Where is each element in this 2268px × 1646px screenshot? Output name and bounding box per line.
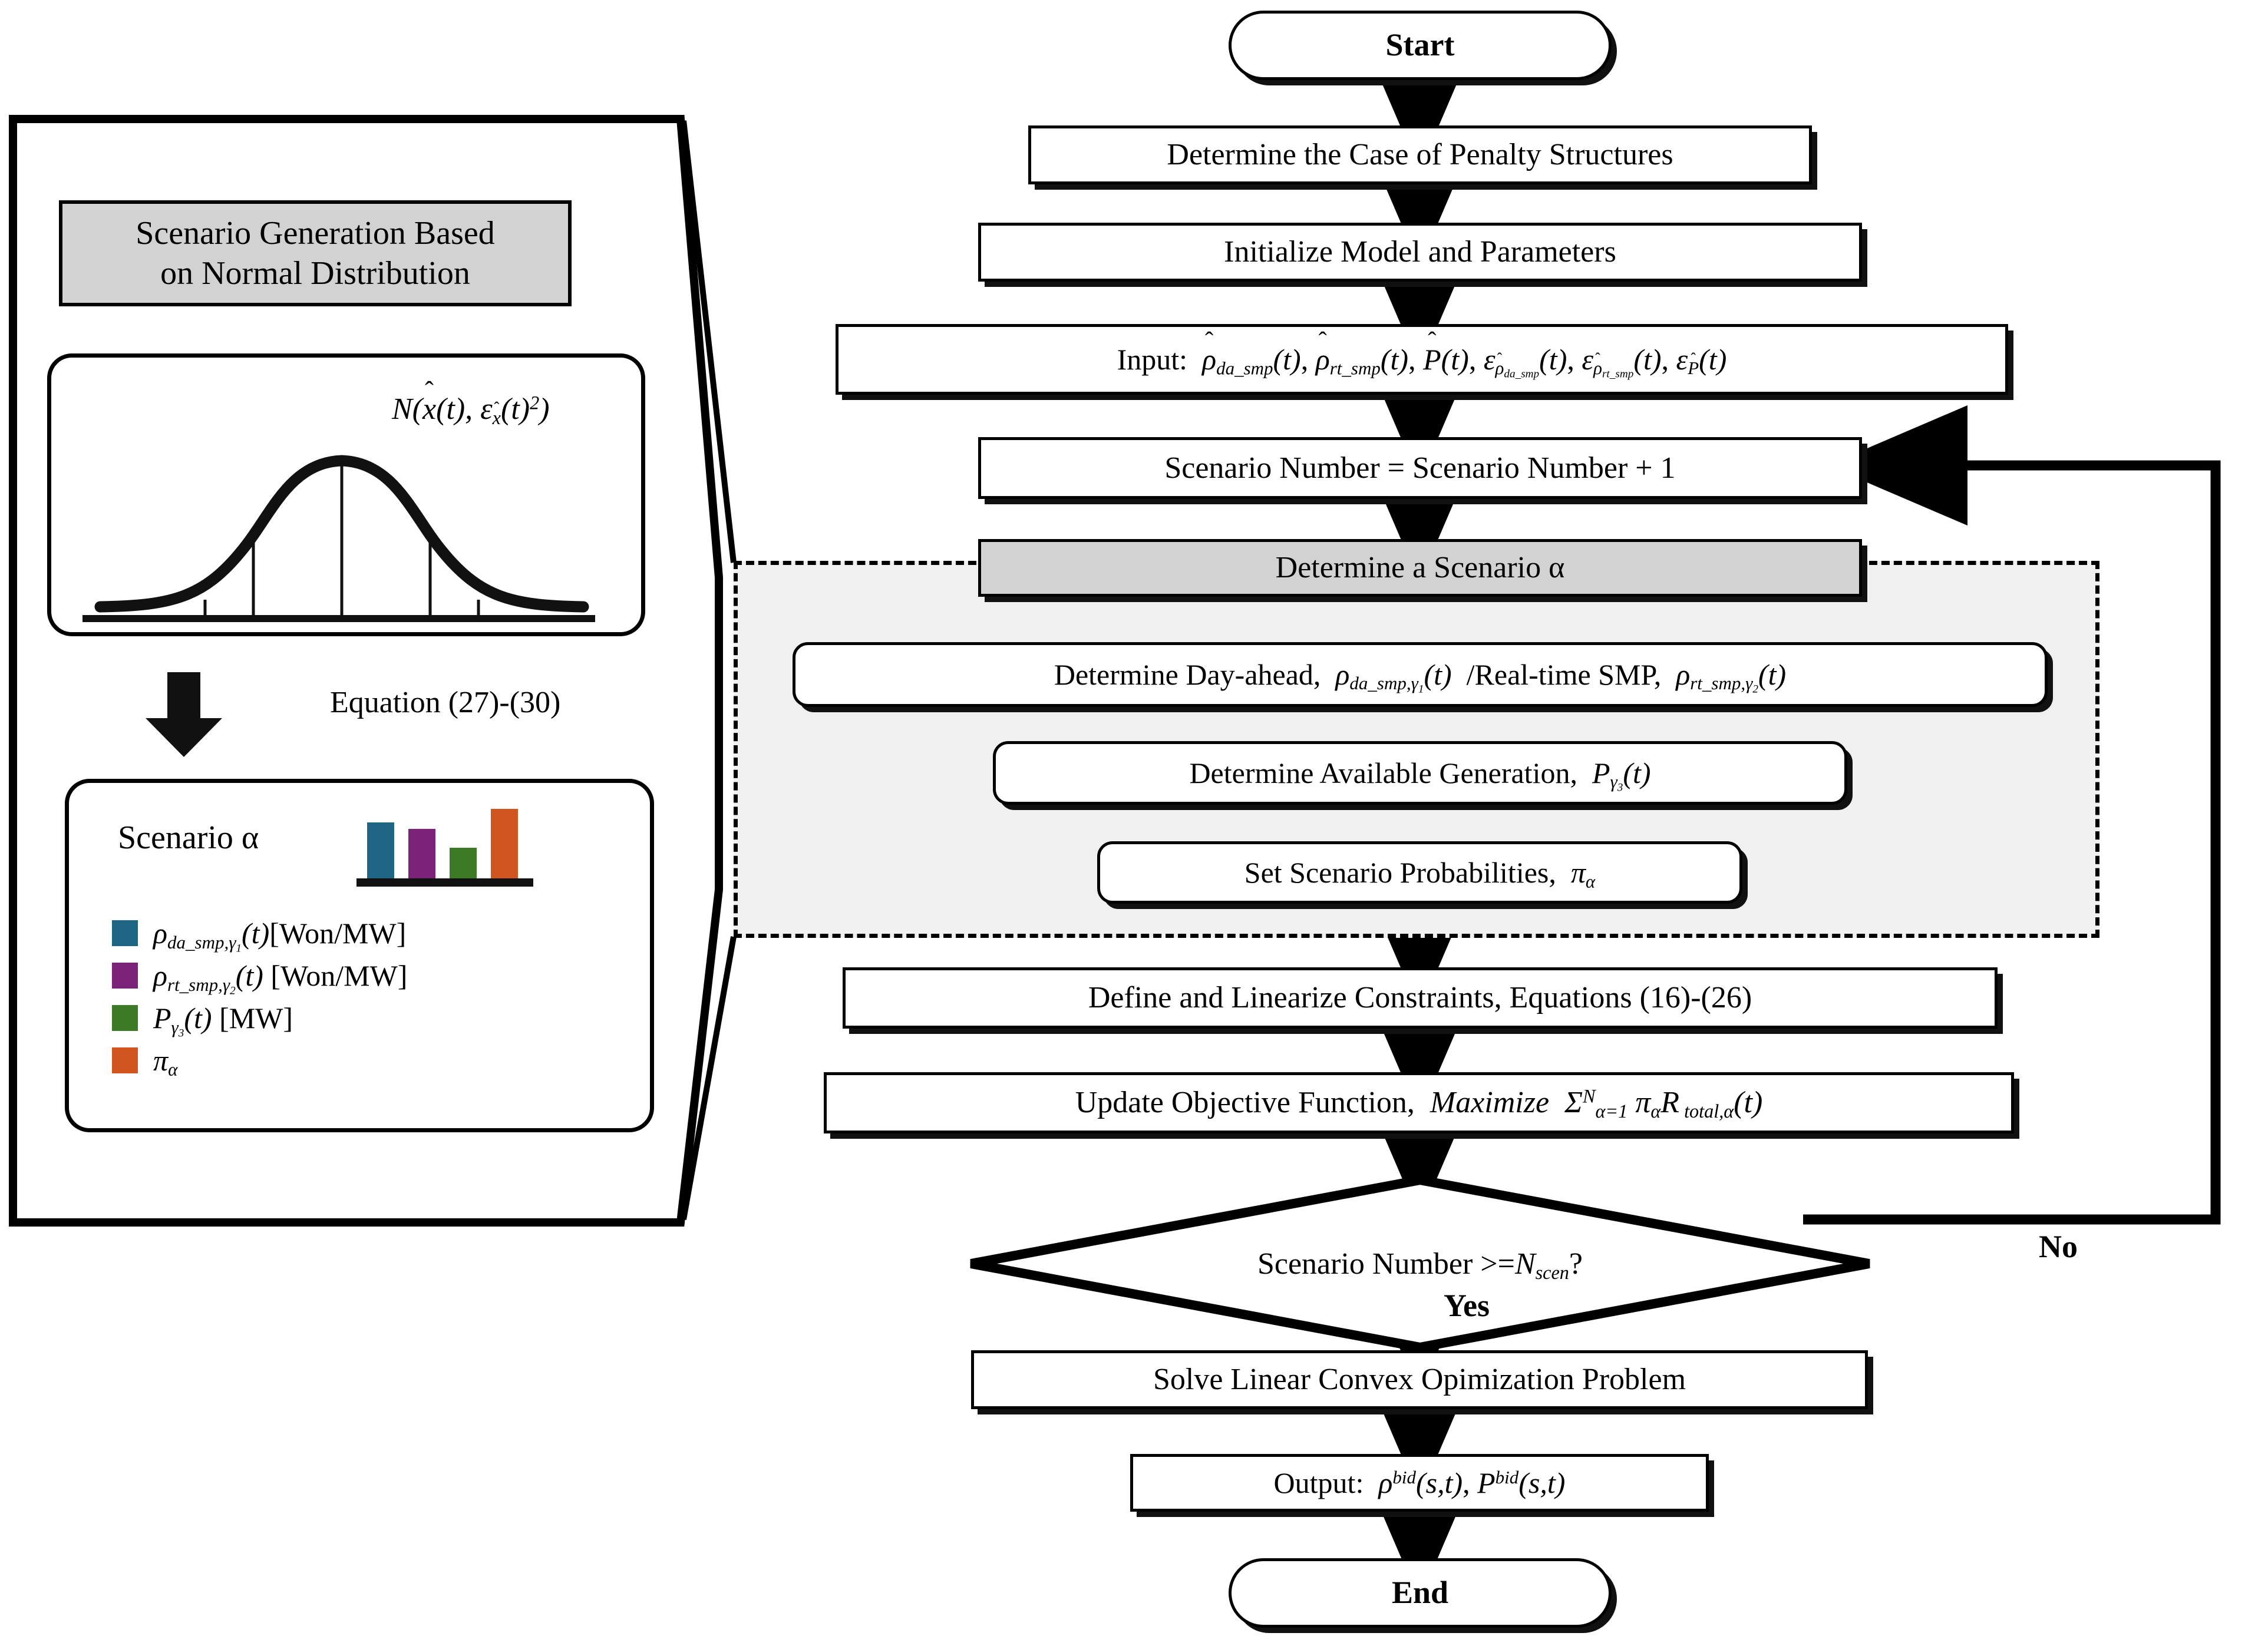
normal-distribution-box bbox=[47, 353, 645, 636]
node-determine-smp-mid: /Real-time SMP, bbox=[1466, 657, 1662, 691]
node-determine-penalty-case[interactable]: Determine the Case of Penalty Structures bbox=[1028, 125, 1812, 184]
panel-title-line2: on Normal Distribution bbox=[160, 255, 470, 292]
node-update-objective[interactable]: Update Objective Function, Maximize ΣNα=… bbox=[824, 1072, 2014, 1133]
node-initialize-model-label: Initialize Model and Parameters bbox=[1224, 235, 1616, 269]
node-input-label: Input: ρ̂da_smp(t), ρ̂rt_smp(t), P̂(t), … bbox=[1117, 342, 1727, 381]
scenario-alpha-label: Scenario α bbox=[118, 819, 259, 857]
node-output[interactable]: Output: ρbid(s,t), Pbid(s,t) bbox=[1130, 1454, 1709, 1512]
edge-label-no: No bbox=[2039, 1229, 2078, 1264]
node-determine-smp-label: Determine Day-ahead, ρda_smp,γ1(t) /Real… bbox=[1054, 657, 1787, 696]
node-define-constraints-label: Define and Linearize Constraints, Equati… bbox=[1088, 981, 1752, 1015]
node-output-prefix: Output: bbox=[1273, 1466, 1364, 1499]
panel-title-line1: Scenario Generation Based bbox=[136, 214, 495, 252]
node-solve-optimization-label: Solve Linear Convex Opimization Problem bbox=[1153, 1363, 1686, 1397]
down-arrow-icon bbox=[146, 672, 222, 757]
node-determine-smp[interactable]: Determine Day-ahead, ρda_smp,γ1(t) /Real… bbox=[793, 642, 2048, 707]
legend-item: ρda_smp,γ1(t)[Won/MW] bbox=[112, 916, 407, 955]
node-determine-generation-label: Determine Available Generation, Pγ3(t) bbox=[1189, 756, 1651, 794]
legend-label-rt-smp: ρrt_smp,γ2(t) [Won/MW] bbox=[153, 959, 408, 997]
node-determine-scenario[interactable]: Determine a Scenario α bbox=[978, 539, 1862, 597]
node-scenario-increment[interactable]: Scenario Number = Scenario Number + 1 bbox=[978, 437, 1862, 499]
node-set-probabilities-prefix: Set Scenario Probabilities, bbox=[1244, 855, 1556, 889]
mini-bar-1 bbox=[408, 829, 435, 878]
node-update-objective-maximize: Maximize bbox=[1430, 1086, 1550, 1120]
mini-bar-0 bbox=[367, 822, 394, 878]
node-input-prefix: Input: bbox=[1117, 342, 1188, 376]
panel-title: Scenario Generation Based on Normal Dist… bbox=[59, 200, 572, 306]
legend-item: ρrt_smp,γ2(t) [Won/MW] bbox=[112, 958, 408, 997]
edge-label-yes: Yes bbox=[1444, 1288, 1490, 1323]
mini-chart-baseline bbox=[356, 878, 533, 887]
node-end-label: End bbox=[1391, 1575, 1449, 1611]
node-output-label: Output: ρbid(s,t), Pbid(s,t) bbox=[1273, 1466, 1566, 1499]
mini-bar-3 bbox=[491, 809, 518, 878]
scenario-mini-bar-chart bbox=[356, 786, 533, 887]
legend-label-da-smp: ρda_smp,γ1(t)[Won/MW] bbox=[153, 917, 407, 955]
node-input[interactable]: Input: ρ̂da_smp(t), ρ̂rt_smp(t), P̂(t), … bbox=[836, 324, 2008, 395]
node-determine-generation-prefix: Determine Available Generation, bbox=[1189, 756, 1577, 789]
node-define-constraints[interactable]: Define and Linearize Constraints, Equati… bbox=[843, 967, 1998, 1029]
node-update-objective-label: Update Objective Function, Maximize ΣNα=… bbox=[1075, 1085, 1763, 1122]
node-initialize-model[interactable]: Initialize Model and Parameters bbox=[978, 223, 1862, 282]
scenario-legend: ρda_smp,γ1(t)[Won/MW] ρrt_smp,γ2(t) [Won… bbox=[112, 916, 407, 1086]
node-update-objective-prefix: Update Objective Function, bbox=[1075, 1086, 1415, 1120]
node-determine-generation[interactable]: Determine Available Generation, Pγ3(t) bbox=[993, 741, 1847, 805]
legend-swatch-probability bbox=[112, 1047, 138, 1073]
node-determine-penalty-case-label: Determine the Case of Penalty Structures bbox=[1167, 138, 1673, 172]
node-set-probabilities-label: Set Scenario Probabilities, πα bbox=[1244, 855, 1596, 892]
legend-label-generation: Pγ3(t) [MW] bbox=[153, 1002, 293, 1040]
bell-curve-icon bbox=[82, 455, 595, 622]
node-end[interactable]: End bbox=[1229, 1558, 1612, 1628]
node-scenario-check[interactable]: Scenario Number >= Nscen? bbox=[966, 1175, 1874, 1352]
diamond-shape bbox=[970, 1175, 1870, 1352]
mini-bar-2 bbox=[450, 848, 477, 878]
legend-swatch-generation bbox=[112, 1005, 138, 1031]
node-start-label: Start bbox=[1385, 27, 1455, 63]
legend-item: Pγ3(t) [MW] bbox=[112, 1001, 407, 1040]
legend-swatch-da-smp bbox=[112, 920, 138, 946]
node-scenario-increment-label: Scenario Number = Scenario Number + 1 bbox=[1164, 451, 1676, 485]
scenario-alpha-box bbox=[65, 779, 654, 1132]
node-scenario-check-prefix: Scenario Number >= bbox=[1257, 1247, 1515, 1281]
node-start[interactable]: Start bbox=[1229, 11, 1612, 80]
legend-label-probability: πα bbox=[153, 1044, 178, 1080]
node-determine-smp-prefix: Determine Day-ahead, bbox=[1054, 657, 1321, 691]
legend-swatch-rt-smp bbox=[112, 963, 138, 989]
node-set-probabilities[interactable]: Set Scenario Probabilities, πα bbox=[1097, 841, 1742, 904]
node-solve-optimization[interactable]: Solve Linear Convex Opimization Problem bbox=[971, 1350, 1868, 1409]
equation-range-label: Equation (27)-(30) bbox=[330, 686, 561, 719]
node-scenario-check-label: Scenario Number >= Nscen? bbox=[1257, 1247, 1583, 1283]
node-determine-scenario-label: Determine a Scenario α bbox=[1275, 551, 1565, 585]
legend-item: πα bbox=[112, 1043, 407, 1080]
scenario-alpha-text: Scenario α bbox=[118, 819, 259, 856]
normal-distribution-formula: N(x̂(t), εx̂(t)2) bbox=[392, 392, 550, 429]
node-scenario-check-suffix: ? bbox=[1569, 1247, 1583, 1281]
